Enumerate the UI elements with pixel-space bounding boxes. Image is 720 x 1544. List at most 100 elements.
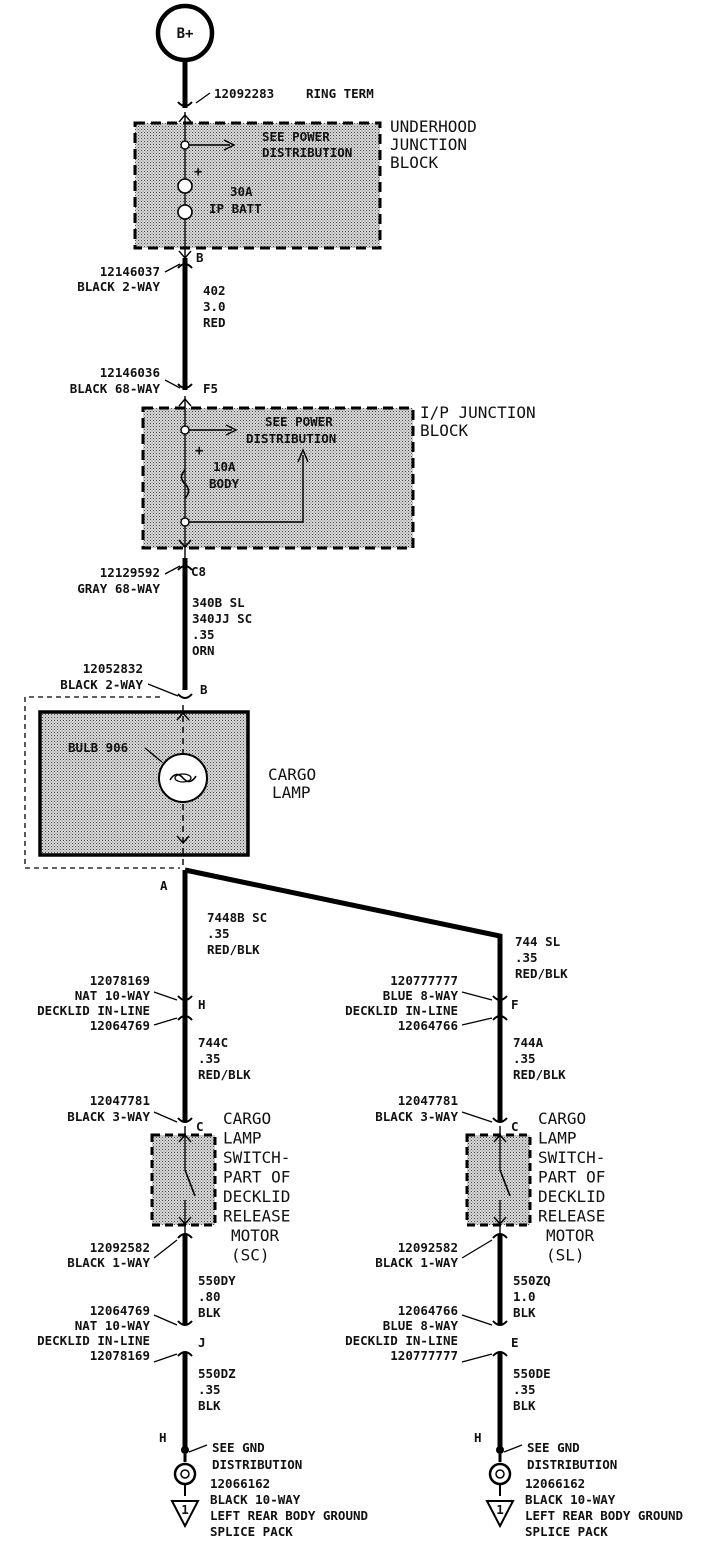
underhood-name-2: JUNCTION xyxy=(390,135,467,154)
svg-text:.35: .35 xyxy=(192,627,215,642)
cargo-lamp-pin: A xyxy=(160,878,168,893)
conn-12146037-part: 12146037 xyxy=(100,264,160,279)
right-inline2-cap-bottom xyxy=(492,1351,508,1357)
right-switch-name-1: CARGO xyxy=(538,1109,586,1128)
right-inline2-conn-line-1: 12064766 xyxy=(398,1303,458,1318)
underhood-name-3: BLOCK xyxy=(390,153,439,172)
ip-junction-block: + SEE POWER DISTRIBUTION 10A BODY I/P JU… xyxy=(141,396,536,579)
right-switch-pin: C xyxy=(511,1119,519,1134)
connector-12129592: 12129592 GRAY 68-WAY xyxy=(77,565,193,596)
left-inline2-conn-line-2: NAT 10-WAY xyxy=(75,1318,151,1333)
left-splice-line-5: LEFT REAR BODY GROUND xyxy=(210,1508,368,1523)
right-wire-mid-line-2: .35 xyxy=(513,1051,536,1066)
left-inline-conn-line-3: DECKLID IN-LINE xyxy=(37,1003,150,1018)
svg-text:DISTRIBUTION: DISTRIBUTION xyxy=(246,431,336,446)
right-switch-name-8: (SL) xyxy=(546,1246,585,1265)
left-inline2-pin: J xyxy=(198,1335,206,1350)
right-splice-pin: H xyxy=(474,1430,482,1445)
wire-402-label: 402 3.0 RED xyxy=(203,283,226,330)
left-inline2-leader xyxy=(153,1314,178,1326)
right-wire-mid-line-3: RED/BLK xyxy=(513,1067,566,1082)
left-switch-name-3: SWITCH- xyxy=(223,1148,290,1167)
cargo-lamp-bulb: BULB 906 xyxy=(68,740,128,755)
underhood-junction-block: + SEE POWER DISTRIBUTION 30A IP BATT UND… xyxy=(133,112,477,265)
right-inline2-conn-line-4: 120777777 xyxy=(390,1348,458,1363)
right-splice-leader xyxy=(503,1444,523,1453)
ring-term-part: 12092283 xyxy=(214,86,274,101)
left-splice-line-3: 12066162 xyxy=(210,1476,270,1491)
right-splice-line-3: 12066162 xyxy=(525,1476,585,1491)
svg-text:B: B xyxy=(200,682,208,697)
right-switch-leader xyxy=(461,1111,493,1123)
right-inline2-leader xyxy=(461,1314,493,1326)
left-switch-name-8: (SC) xyxy=(231,1246,270,1265)
left-gnd-conn-leader xyxy=(153,1239,178,1259)
underhood-name-1: UNDERHOOD xyxy=(390,117,477,136)
left-wire-mid-line-3: RED/BLK xyxy=(198,1067,251,1082)
left-switch-leader xyxy=(153,1111,178,1123)
right-switch-box xyxy=(465,1133,532,1227)
svg-text:I/P JUNCTION: I/P JUNCTION xyxy=(420,403,536,422)
svg-text:744 SL: 744 SL xyxy=(515,934,561,949)
left-wire-gnd1-line-3: BLK xyxy=(198,1305,221,1320)
right-ground-triangle xyxy=(485,1500,515,1529)
main-wires xyxy=(182,60,503,1000)
svg-text:12129592: 12129592 xyxy=(100,565,160,580)
right-inline-conn-line-3: DECKLID IN-LINE xyxy=(345,1003,458,1018)
wire-744bb-label: 7448B SC .35 RED/BLK xyxy=(207,910,267,957)
left-inline-pin: H xyxy=(198,997,206,1012)
right-wire-mid-line-1: 744A xyxy=(513,1035,544,1050)
left-inline2-cap-bottom xyxy=(177,1351,193,1357)
left-inline-leader-2 xyxy=(153,1017,178,1026)
left-switch-name-7: MOTOR xyxy=(231,1226,280,1245)
battery-source: B+ xyxy=(155,3,215,63)
left-inline-conn-line-1: 12078169 xyxy=(90,973,150,988)
right-switch-name-5: DECKLID xyxy=(538,1187,605,1206)
left-inline2-cap-top xyxy=(177,1320,193,1326)
right-switch-name-7: MOTOR xyxy=(546,1226,595,1245)
svg-text:BLACK 68-WAY: BLACK 68-WAY xyxy=(70,381,161,396)
right-ground-num: 1 xyxy=(496,1502,504,1517)
svg-text:CARGO: CARGO xyxy=(268,765,316,784)
ring-term-callout: 12092283 RING TERM xyxy=(177,86,374,107)
left-gnd-conn-line-2: BLACK 1-WAY xyxy=(67,1255,150,1270)
right-inline-leader xyxy=(461,991,493,1001)
left-switch-contact xyxy=(184,1169,196,1197)
left-inline2-conn-line-3: DECKLID IN-LINE xyxy=(37,1333,150,1348)
right-splice-dot xyxy=(496,1446,504,1454)
right-inline2-leader-2 xyxy=(461,1353,493,1363)
underhood-see-2: DISTRIBUTION xyxy=(262,145,352,160)
right-switch-name-3: SWITCH- xyxy=(538,1148,605,1167)
left-splice-line-1: SEE GND xyxy=(212,1440,265,1455)
svg-text:ORN: ORN xyxy=(192,643,215,658)
right-inline-conn-line-1: 120777777 xyxy=(390,973,458,988)
underhood-pin: B xyxy=(196,250,204,265)
conn-12146036-pin: F5 xyxy=(203,381,218,396)
wire-744sl-label: 744 SL .35 RED/BLK xyxy=(515,934,568,981)
left-wire-gnd2-line-1: 550DZ xyxy=(198,1366,236,1381)
left-splice-pin: H xyxy=(159,1430,167,1445)
left-wire-gnd1-line-2: .80 xyxy=(198,1289,221,1304)
connector-12052832: 12052832 BLACK 2-WAY B xyxy=(60,661,208,699)
left-splice-leader xyxy=(188,1444,208,1453)
left-inline-conn-line-2: NAT 10-WAY xyxy=(75,988,151,1003)
right-splice-line-4: BLACK 10-WAY xyxy=(525,1492,616,1507)
underhood-fuse-name: IP BATT xyxy=(209,201,262,216)
connector-12146037: 12146037 BLACK 2-WAY xyxy=(77,263,193,294)
left-wire-mid-line-1: 744C xyxy=(198,1035,228,1050)
underhood-see-1: SEE POWER xyxy=(262,129,330,144)
right-switch-contact xyxy=(499,1169,511,1197)
right-switch-conn-line-1: 12047781 xyxy=(398,1093,458,1108)
left-switch-name-1: CARGO xyxy=(223,1109,271,1128)
right-switch-name-6: RELEASE xyxy=(538,1207,605,1226)
left-ground-num: 1 xyxy=(181,1502,189,1517)
right-inline2-conn-line-2: BLUE 8-WAY xyxy=(383,1318,459,1333)
svg-text:340B SL: 340B SL xyxy=(192,595,245,610)
underhood-plus: + xyxy=(194,164,202,180)
left-ground-ring-hole xyxy=(180,1469,190,1479)
left-inline2-conn-line-4: 12078169 xyxy=(90,1348,150,1363)
svg-text:RED/BLK: RED/BLK xyxy=(515,966,568,981)
underhood-fuse-rating: 30A xyxy=(230,184,253,199)
